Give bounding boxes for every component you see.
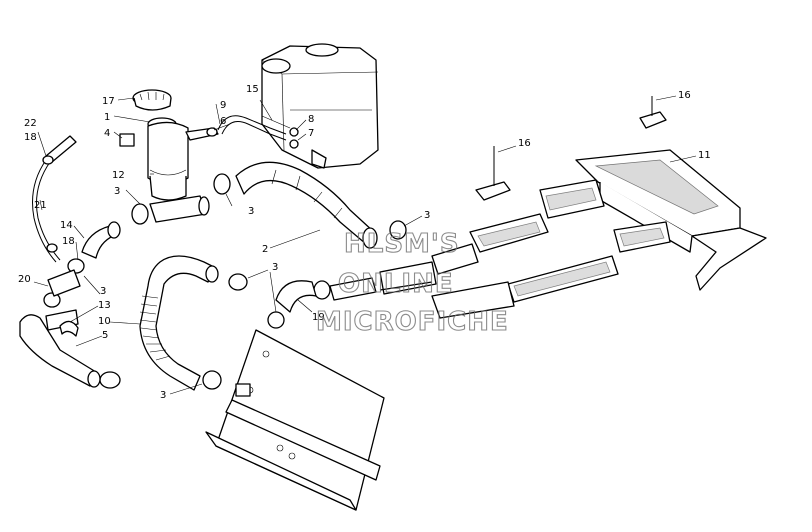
callout-3: 3 bbox=[272, 262, 278, 273]
callout-20: 20 bbox=[18, 274, 31, 285]
callout-5: 5 bbox=[102, 330, 108, 341]
lower-elbow-hose bbox=[19, 269, 101, 388]
callout-16: 16 bbox=[678, 90, 691, 101]
short-elbow-hose bbox=[81, 221, 121, 259]
callout-14: 14 bbox=[60, 220, 73, 231]
callout-22: 22 bbox=[24, 118, 37, 129]
callout-16: 16 bbox=[518, 138, 531, 149]
callout-1: 1 bbox=[104, 112, 110, 123]
callout-7: 7 bbox=[308, 128, 314, 139]
connector-hose bbox=[275, 277, 377, 313]
callout-2: 2 bbox=[262, 244, 268, 255]
callout-13: 13 bbox=[98, 300, 111, 311]
mounting-bracket bbox=[475, 96, 667, 201]
corrugated-coolant-hose bbox=[139, 255, 219, 391]
callout-15: 15 bbox=[246, 84, 259, 95]
callout-12: 12 bbox=[112, 170, 125, 181]
coolant-reservoir-tank bbox=[261, 43, 379, 169]
hose-clamp bbox=[43, 173, 407, 390]
callout-3: 3 bbox=[114, 186, 120, 197]
callout-6: 6 bbox=[220, 116, 226, 127]
watermark-line-2: ONLINE bbox=[338, 269, 454, 299]
watermark-line-1: HLSM'S bbox=[344, 229, 460, 259]
callout-10: 10 bbox=[98, 316, 111, 327]
callout-3: 3 bbox=[160, 390, 166, 401]
callout-17: 17 bbox=[102, 96, 115, 107]
watermark: HLSM'S ONLINE MICROFICHE bbox=[315, 228, 509, 337]
heat-exchanger-assembly bbox=[379, 149, 767, 319]
callout-4: 4 bbox=[104, 128, 110, 139]
callout-8: 8 bbox=[308, 114, 314, 125]
radiator-cap bbox=[132, 89, 172, 111]
callout-3: 3 bbox=[100, 286, 106, 297]
callout-3: 3 bbox=[248, 206, 254, 217]
tunnel-plate bbox=[205, 329, 385, 511]
callout-11: 11 bbox=[698, 150, 711, 161]
callout-18: 18 bbox=[62, 236, 75, 247]
callout-3: 3 bbox=[424, 210, 430, 221]
callout-19: 19 bbox=[312, 312, 325, 323]
upper-coolant-hose bbox=[235, 161, 378, 249]
callout-21: 21 bbox=[34, 200, 47, 211]
callout-9: 9 bbox=[220, 100, 226, 111]
leader-lines bbox=[33, 95, 697, 395]
callout-labels: 17 1 4 12 3 15 9 6 8 7 3 3 2 16 11 16 22… bbox=[18, 84, 711, 401]
watermark-line-3: MICROFICHE bbox=[316, 307, 509, 337]
bleeder-line bbox=[32, 135, 77, 263]
callout-18: 18 bbox=[24, 132, 37, 143]
filler-neck-assembly bbox=[119, 117, 219, 223]
